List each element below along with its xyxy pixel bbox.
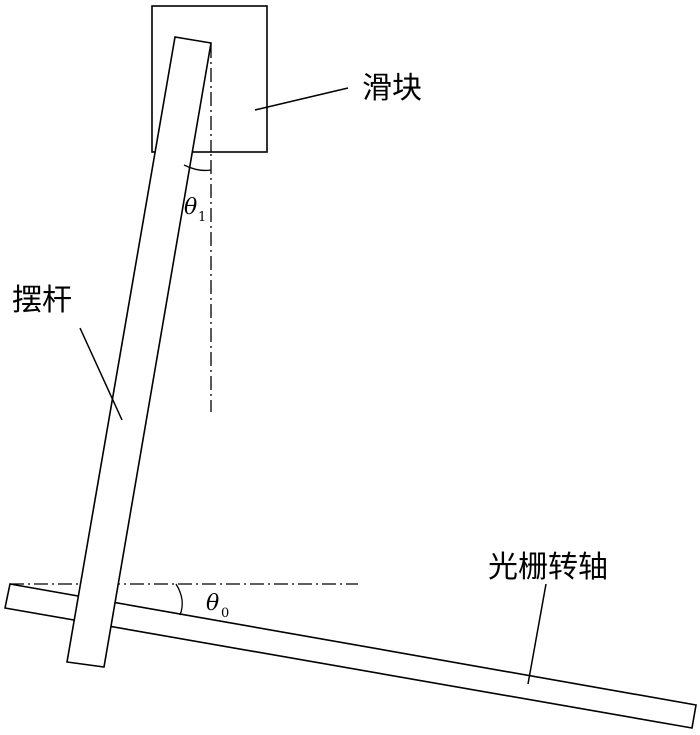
grating-shaft-bar [4, 583, 697, 729]
slider-leader-line [254, 87, 349, 111]
theta0-subscript: 0 [221, 606, 229, 621]
swing-rod-bar [66, 36, 212, 668]
theta0-symbol: θ [206, 591, 219, 616]
grating-shaft-leader-line [527, 583, 547, 685]
theta1-subscript: 1 [198, 210, 206, 225]
swing-rod-label: 摆杆 [12, 283, 72, 318]
theta1-arc [183, 164, 212, 172]
theta0-arc [175, 583, 183, 616]
swing-rod-leader-line [79, 327, 123, 421]
theta1-symbol: θ [184, 195, 197, 220]
slider-label: 滑块 [362, 71, 422, 106]
grating-shaft-label: 光栅转轴 [488, 550, 608, 585]
